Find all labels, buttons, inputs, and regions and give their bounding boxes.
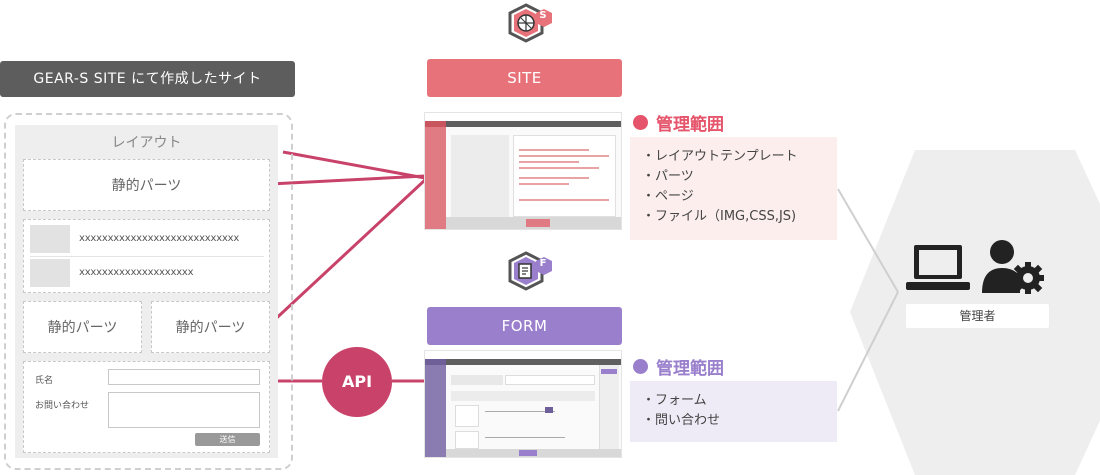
inquiry-label: お問い合わせ <box>35 401 90 411</box>
connector-static-parts-right-to-site <box>266 178 427 328</box>
form-label-bar: FORM <box>427 307 622 345</box>
api-badge: API <box>322 347 392 417</box>
static-parts-right: 静的パーツ <box>151 301 270 353</box>
form-scope-item: ・フォーム <box>642 393 707 408</box>
list-thumbnail <box>30 259 70 287</box>
static-parts-top: 静的パーツ <box>23 159 270 211</box>
connector-form-scope-to-admin <box>837 291 899 412</box>
list-item-text: xxxxxxxxxxxxxxxxxxxx <box>79 267 194 278</box>
form-scope-dot <box>633 359 648 374</box>
inquiry-textarea[interactable] <box>108 392 260 428</box>
list-divider <box>30 256 264 257</box>
form-scope-title-text: 管理範囲 <box>656 359 724 379</box>
submit-button[interactable]: 送信 <box>195 433 260 446</box>
site-scope-title-text: 管理範囲 <box>656 115 724 135</box>
name-label: 氏名 <box>35 376 54 386</box>
site-scope-item: ・ページ <box>642 189 694 204</box>
connector-site-scope-to-admin <box>837 188 899 293</box>
form-scope-item: ・問い合わせ <box>642 413 721 428</box>
site-scope-item: ・レイアウトテンプレート <box>642 149 798 164</box>
site-scope-item: ・パーツ <box>642 169 694 184</box>
list-thumbnail <box>30 225 70 253</box>
connector-layout-to-site <box>282 150 426 180</box>
admin-user-gear-icon <box>982 240 1044 294</box>
site-scope-dot <box>633 115 648 130</box>
name-input[interactable] <box>108 369 260 385</box>
site-logo-letter: S <box>539 10 547 21</box>
layout-frame <box>4 113 293 470</box>
gear-s-site-logo <box>508 3 552 43</box>
admin-label: 管理者 <box>906 304 1049 328</box>
site-label-bar: SITE <box>427 59 622 97</box>
site-admin-screenshot <box>425 113 621 229</box>
layout-label: レイアウト <box>111 135 182 151</box>
list-item-text: xxxxxxxxxxxxxxxxxxxxxxxxxxxx <box>79 233 240 244</box>
form-scope-list: ・フォーム ・問い合わせ <box>630 381 837 442</box>
connector-static-parts-to-site <box>269 174 426 186</box>
site-scope-list: ・レイアウトテンプレート ・パーツ ・ページ ・ファイル（IMG,CSS,JS) <box>630 137 837 240</box>
gear-s-form-logo <box>508 251 552 291</box>
site-scope-title: 管理範囲 <box>633 110 724 135</box>
site-title-bar: GEAR-S SITE にて作成したサイト <box>0 61 295 97</box>
form-logo-letter: F <box>539 258 547 269</box>
form-scope-title: 管理範囲 <box>633 354 724 379</box>
laptop-icon <box>906 245 970 290</box>
site-scope-item: ・ファイル（IMG,CSS,JS) <box>642 209 797 224</box>
form-admin-screenshot <box>425 351 621 457</box>
static-parts-left: 静的パーツ <box>23 301 142 353</box>
